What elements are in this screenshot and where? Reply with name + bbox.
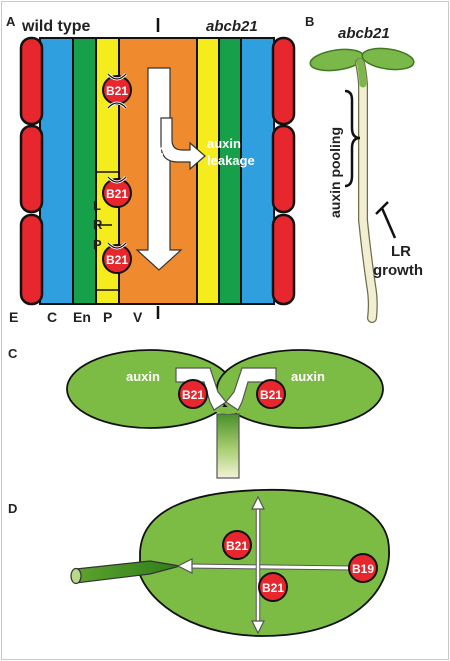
b21-transporter: B21 xyxy=(258,572,288,602)
leaf-blade xyxy=(139,488,390,637)
b21-transporter: B21 xyxy=(222,530,252,560)
tissue-label-epidermis: E xyxy=(9,309,18,325)
pericycle-right xyxy=(196,37,220,305)
seedling-title: abcb21 xyxy=(338,25,390,42)
panel-d: D B21 B21 B19 xyxy=(8,488,390,637)
endodermis-left xyxy=(72,37,97,305)
auxin-label-right: auxin xyxy=(291,369,325,384)
midrib-arrow xyxy=(187,564,353,570)
panel-a-label: A xyxy=(6,14,16,29)
svg-text:B21: B21 xyxy=(106,187,128,201)
svg-text:B21: B21 xyxy=(106,84,128,98)
b21-transporter: B21 xyxy=(256,379,286,409)
b19-transporter: B19 xyxy=(348,553,378,583)
wild-type-title: wild type xyxy=(21,18,91,35)
tissue-label-cortex: C xyxy=(47,309,57,325)
b21-transporter: B21 xyxy=(102,175,132,208)
tissue-label-vasculature: V xyxy=(133,309,143,325)
auxin-pooling-label: auxin pooling xyxy=(327,127,343,218)
svg-text:B21: B21 xyxy=(260,388,282,402)
cotyledon xyxy=(361,47,415,71)
abcb21-title: abcb21 xyxy=(206,18,258,35)
b21-transporter: B21 xyxy=(102,72,132,110)
panel-b: B abcb21 auxin pooling LR growth xyxy=(305,14,423,323)
panel-b-label: B xyxy=(305,14,314,29)
pooling-bracket xyxy=(344,89,361,188)
panel-a: B21 B21 B21 L R P A wild type abcb21 aux… xyxy=(6,14,296,325)
lr-pointer xyxy=(380,207,397,239)
svg-text:B21: B21 xyxy=(262,581,284,595)
cortex-left xyxy=(39,37,74,305)
svg-text:B19: B19 xyxy=(352,562,374,576)
epidermis-cell xyxy=(19,213,44,306)
panel-d-label: D xyxy=(8,501,17,516)
panel-c-label: C xyxy=(8,346,18,361)
epidermis-cell xyxy=(19,124,44,214)
tissue-label-endodermis: En xyxy=(73,309,91,325)
b21-transporter: B21 xyxy=(178,379,208,409)
svg-text:B21: B21 xyxy=(182,388,204,402)
leakage-label: leakage xyxy=(207,153,255,168)
cortex-right xyxy=(240,37,275,305)
b21-transporter: B21 xyxy=(102,241,132,274)
epidermis-cell xyxy=(271,36,296,126)
endodermis-right xyxy=(218,37,242,305)
auxin-transport-label: auxin transport xyxy=(150,146,166,248)
panel-c: C auxin auxin B21 B21 xyxy=(8,346,384,479)
epidermis-cell xyxy=(271,124,296,214)
svg-text:B21: B21 xyxy=(226,539,248,553)
lr-label: LR xyxy=(391,243,411,260)
lrp-letter-l: L xyxy=(93,198,101,213)
growth-label: growth xyxy=(373,262,423,279)
auxin-label-left: auxin xyxy=(126,369,160,384)
svg-text:B21: B21 xyxy=(106,253,128,267)
auxin-leak-label: auxin xyxy=(207,136,241,151)
lrp-letter-p: P xyxy=(93,237,102,252)
tissue-label-pericycle: P xyxy=(103,309,112,325)
epidermis-cell xyxy=(19,36,44,126)
hypocotyl xyxy=(216,413,240,479)
epidermis-cell xyxy=(271,213,296,306)
leakage-arrow xyxy=(160,117,206,171)
